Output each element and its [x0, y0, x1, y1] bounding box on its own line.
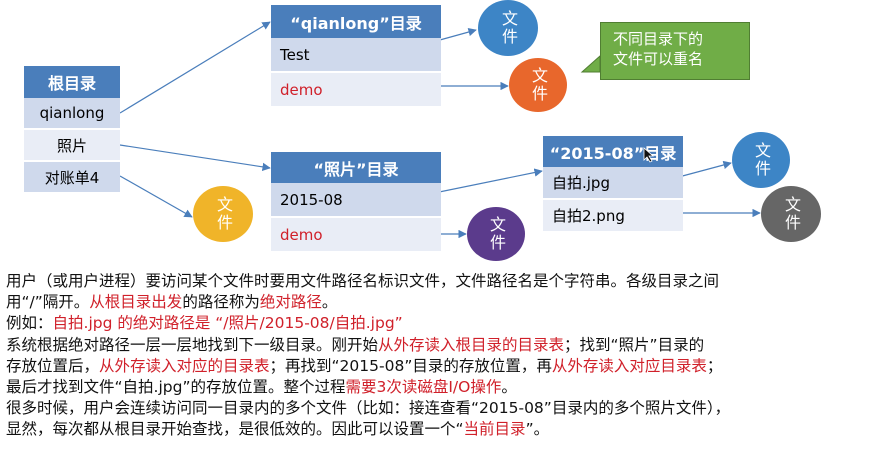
- file-circle-demo1: 文件: [509, 58, 567, 112]
- text-line-1: 用户（或用户进程）要访问某个文件时要用文件路径名标识文件，文件路径名是个字符串。…: [6, 272, 720, 290]
- mouse-cursor-icon: [643, 147, 655, 163]
- photo-row-2015-08: 2015-08: [271, 183, 441, 218]
- date-table-header: “2015-08”目录: [543, 136, 683, 167]
- file-circle-selfie: 文件: [732, 132, 790, 188]
- text-line-2: 用“/”隔开。从根目录出发的路径称为绝对路径。: [6, 293, 338, 312]
- text-line-5: 存放位置后，从外存读入对应的目录表；再找到“2015-08”目录的存放位置，再从…: [6, 356, 723, 375]
- file-circle-selfie2: 文件: [761, 186, 821, 242]
- callout-line-1: 不同目录下的: [613, 30, 704, 48]
- text-line-3: 例如：自拍.jpg 的绝对路径是 “/照片/2015-08/自拍.jpg”: [6, 314, 403, 333]
- qianlong-directory-table: “qianlong”目录 Test demo: [271, 5, 441, 108]
- file-circle-statement: 文件: [193, 186, 253, 242]
- photo-directory-table: “照片”目录 2015-08 demo: [271, 152, 441, 253]
- text-line-6: 最后才找到文件“自拍.jpg”的存放位置。整个过程需要3次读磁盘I/O操作。: [6, 378, 517, 397]
- root-row-statement: 对账单4: [24, 162, 120, 194]
- callout-same-name: 不同目录下的 文件可以重名: [580, 22, 750, 80]
- text-line-7: 很多时候，用户会连续访问同一目录内的多个文件（比如：接连查看“2015-08”目…: [6, 399, 731, 418]
- date-row-selfie-jpg: 自拍.jpg: [543, 167, 683, 200]
- photo-row-demo: demo: [271, 218, 441, 253]
- qianlong-row-demo: demo: [271, 73, 441, 108]
- text-line-8: 显然，每次都从根目录开始查找，是很低效的。因此可以设置一个“当前目录”。: [6, 420, 550, 439]
- callout-box: 不同目录下的 文件可以重名: [600, 22, 750, 80]
- callout-line-2: 文件可以重名: [613, 50, 704, 68]
- arrow-photo-to-dir: [119, 144, 271, 172]
- file-circle-demo2: 文件: [467, 207, 525, 261]
- text-line-4: 系统根据绝对路径一层一层地找到下一级目录。刚开始从外存读入根目录的目录表；找到“…: [6, 335, 705, 354]
- date-directory-table: “2015-08”目录 自拍.jpg 自拍2.png: [543, 136, 683, 233]
- arrow-statement-to-file: [119, 175, 193, 218]
- root-directory-table: 根目录 qianlong 照片 对账单4: [24, 66, 120, 194]
- root-table-header: 根目录: [24, 66, 120, 98]
- root-row-qianlong: qianlong: [24, 98, 120, 130]
- file-circle-test: 文件: [478, 0, 538, 56]
- qianlong-table-header: “qianlong”目录: [271, 5, 441, 38]
- arrow-qianlong-to-dir: [119, 21, 271, 114]
- root-row-photo: 照片: [24, 130, 120, 162]
- explanation-text: 用户（或用户进程）要访问某个文件时要用文件路径名标识文件，文件路径名是个字符串。…: [6, 271, 880, 441]
- date-row-selfie2-png: 自拍2.png: [543, 200, 683, 233]
- qianlong-row-test: Test: [271, 38, 441, 73]
- photo-table-header: “照片”目录: [271, 152, 441, 183]
- directory-diagram: 根目录 qianlong 照片 对账单4 “qianlong”目录 Test d…: [24, 0, 821, 261]
